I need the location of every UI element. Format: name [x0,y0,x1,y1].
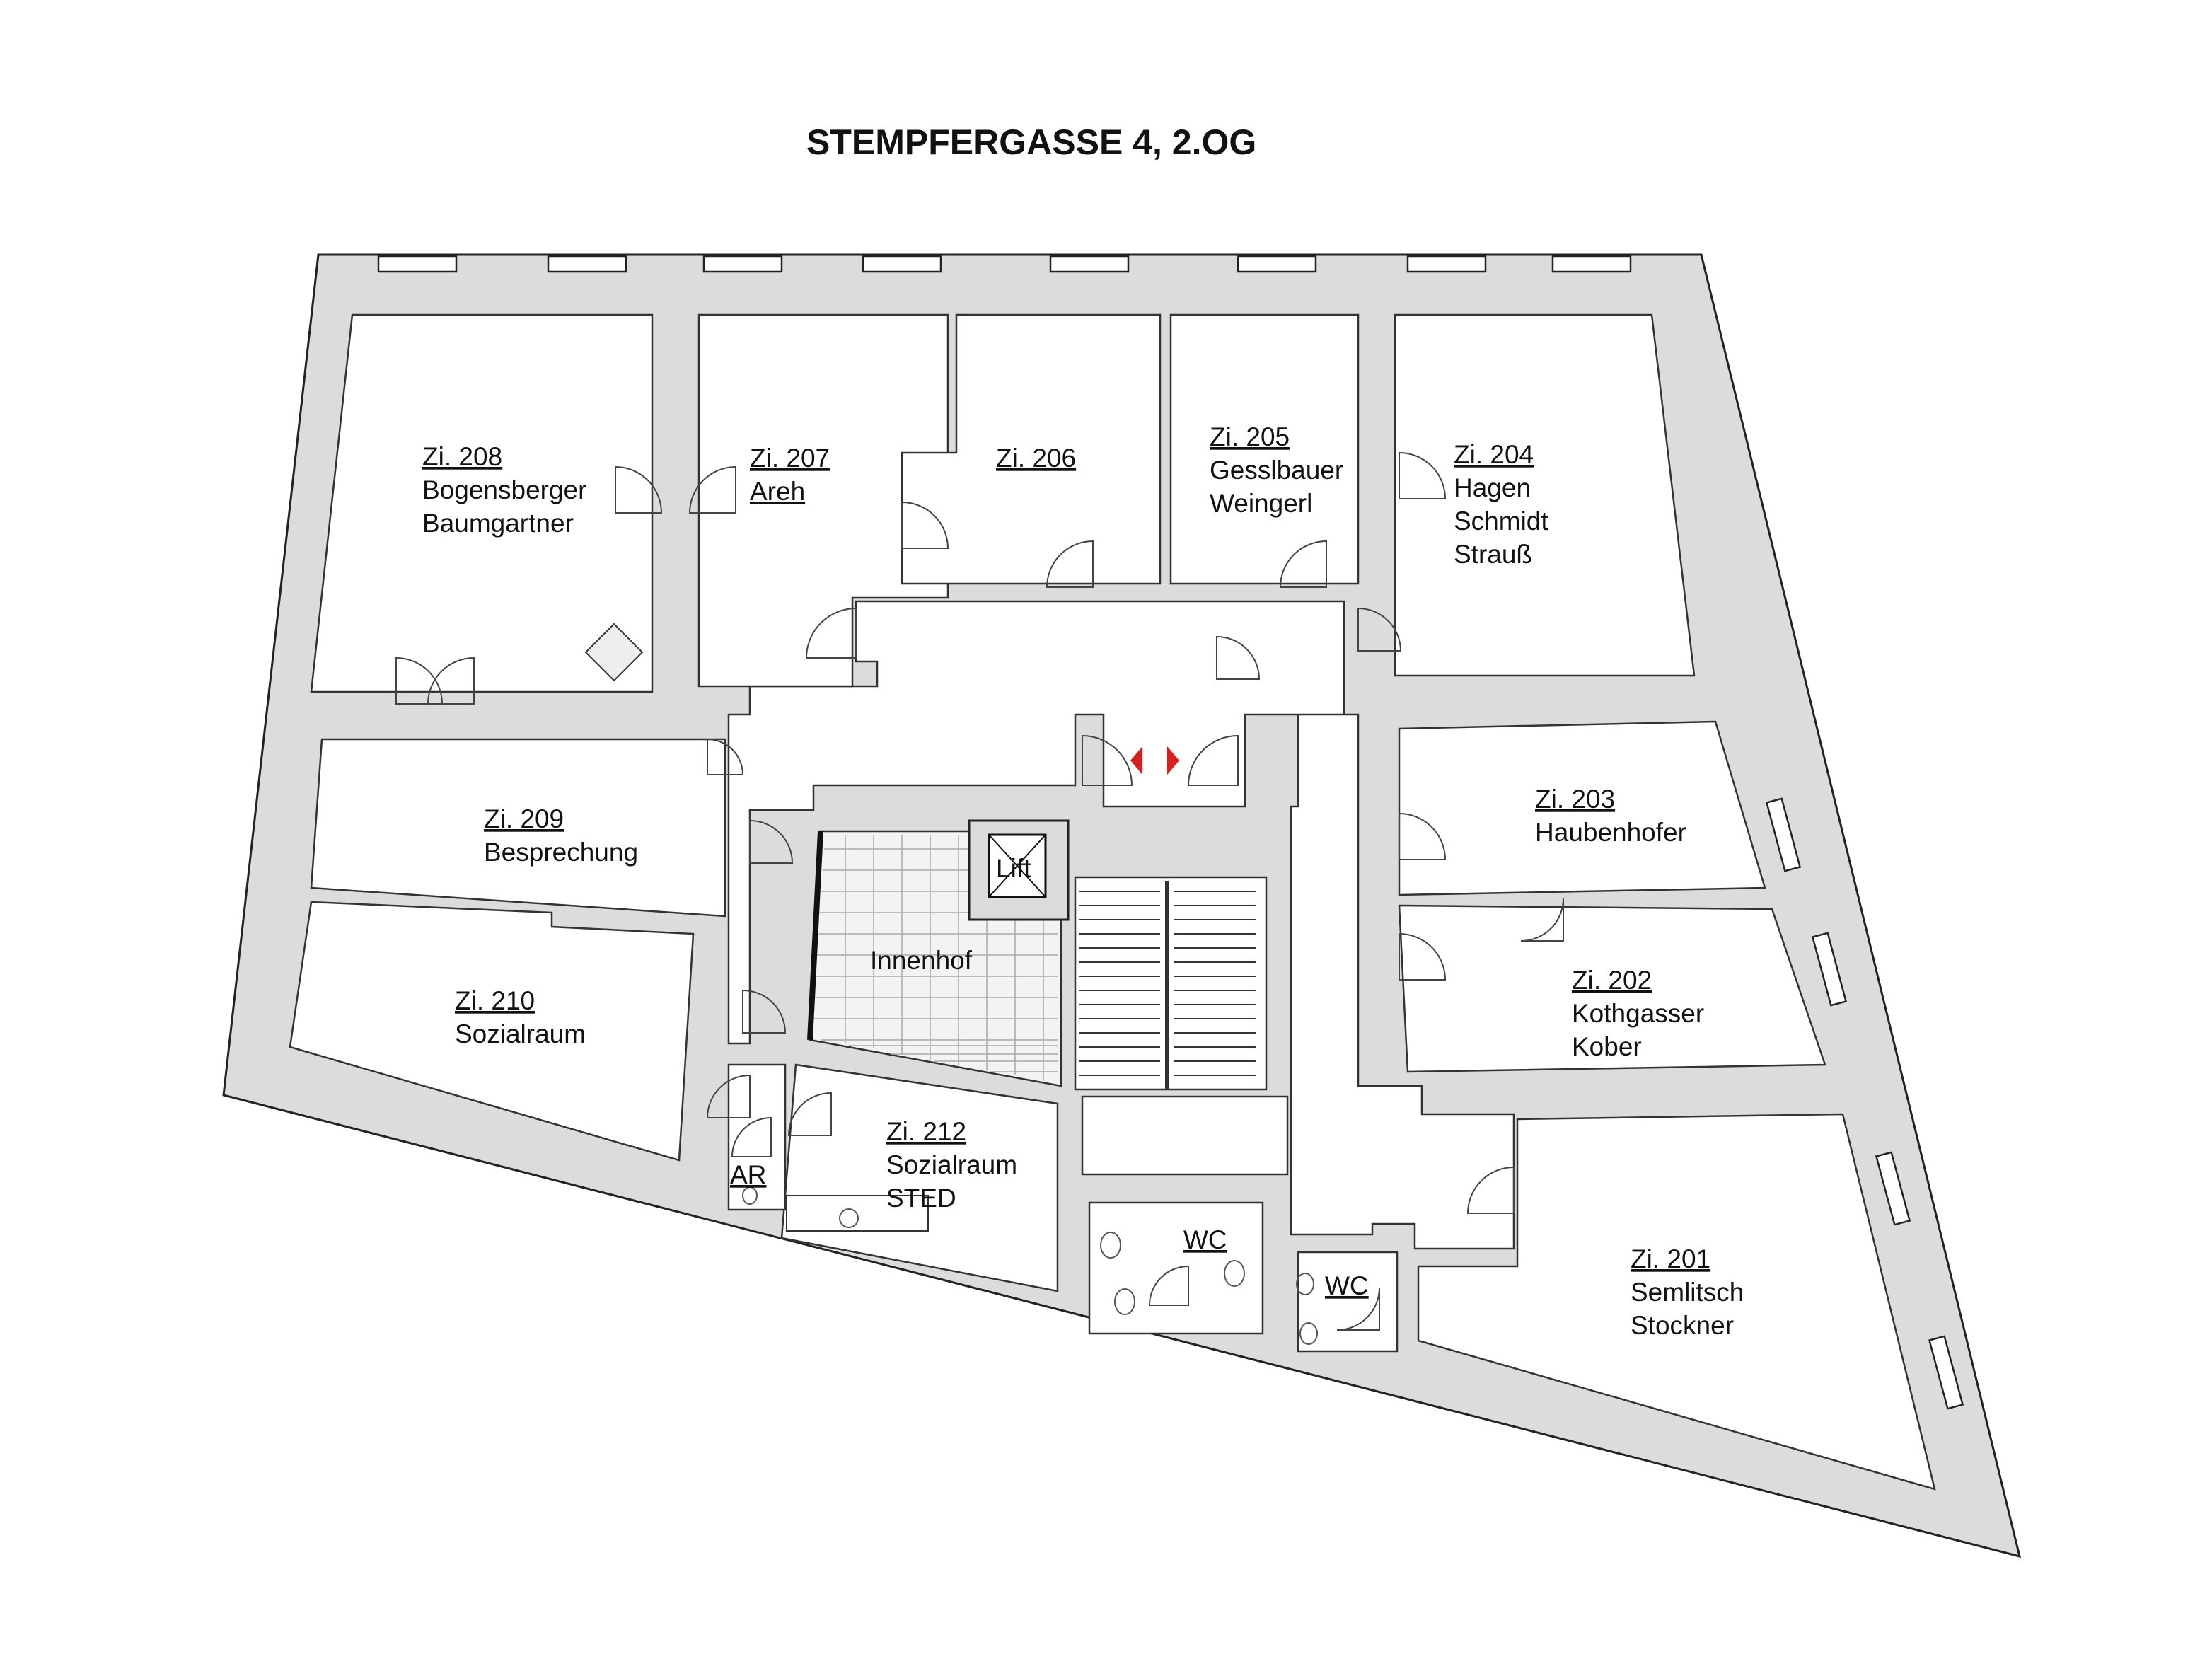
svg-text:Sozialraum: Sozialraum [455,1019,586,1048]
room-201-label: Zi. 201 Semlitsch Stockner [1631,1244,1744,1340]
stair-steps [1079,881,1256,1089]
svg-text:Zi. 207: Zi. 207 [750,444,830,473]
svg-text:Bogensberger: Bogensberger [422,475,586,504]
room-203-label: Zi. 203 Haubenhofer [1535,785,1686,847]
svg-text:Zi. 208: Zi. 208 [422,442,502,471]
svg-text:Schmidt: Schmidt [1454,507,1548,536]
svg-text:Areh: Areh [750,477,805,506]
svg-text:Kober: Kober [1572,1032,1642,1061]
courtyard-label: Innenhof [870,946,973,975]
hall-lower [1081,1095,1289,1176]
ar-label: AR [730,1160,766,1189]
room-204-area [1394,313,1696,677]
svg-text:Stockner: Stockner [1631,1311,1734,1340]
room-201-area [1417,1113,1936,1491]
room-208-label: Zi. 208 Bogensberger Baumgartner [422,442,586,538]
windows-top [377,255,1964,1410]
staircase [1074,876,1268,1091]
sink-icon [839,1208,859,1228]
courtyard-wall-left [807,831,823,1041]
svg-text:Zi. 201: Zi. 201 [1631,1244,1710,1273]
column-marker [584,623,644,682]
svg-text:Baumgartner: Baumgartner [422,509,574,538]
marker-left-icon [1130,746,1142,775]
courtyard-paving [813,835,1058,1081]
corridor [727,600,1515,1250]
svg-text:Zi. 212: Zi. 212 [886,1117,966,1146]
svg-text:Zi. 204: Zi. 204 [1454,440,1534,469]
svg-text:Kothgasser: Kothgasser [1572,999,1704,1028]
door-swings [395,451,1564,1331]
lift-cross [988,834,1046,898]
marker-right-icon [1167,746,1179,775]
svg-text:Zi. 209: Zi. 209 [484,804,564,833]
room-212-label: Zi. 212 Sozialraum STED [886,1117,1017,1213]
room-204-label: Zi. 204 Hagen Schmidt Strauß [1454,440,1548,569]
wc2-label: WC [1325,1271,1369,1300]
room-212-area [780,1063,1059,1292]
room-205-area [1169,313,1360,585]
kitchen-counter [786,1195,929,1232]
room-210-label: Zi. 210 Sozialraum [455,986,586,1048]
room-210-area [289,901,695,1162]
plan-title: STEMPFERGASSE 4, 2.OG [806,122,1256,162]
svg-text:Semlitsch: Semlitsch [1631,1278,1744,1307]
svg-text:STED: STED [886,1184,956,1213]
lift-label: Lift [996,854,1031,883]
room-202-label: Zi. 202 Kothgasser Kober [1572,966,1704,1061]
room-207-area [697,313,949,688]
room-208-area [310,313,654,693]
svg-text:Besprechung: Besprechung [484,838,638,867]
svg-text:Sozialraum: Sozialraum [886,1150,1017,1179]
room-209-label: Zi. 209 Besprechung [484,804,638,867]
svg-text:Zi. 205: Zi. 205 [1210,422,1290,451]
svg-text:Zi. 203: Zi. 203 [1535,785,1615,814]
svg-text:Weingerl: Weingerl [1210,489,1312,518]
svg-text:Hagen: Hagen [1454,473,1531,502]
svg-text:Zi. 206: Zi. 206 [996,444,1076,473]
svg-text:Haubenhofer: Haubenhofer [1535,818,1686,847]
room-209-area [310,738,726,918]
wc1-label: WC [1183,1225,1227,1254]
toilet-icons [742,1186,1318,1345]
room-206-area [901,313,1162,585]
room-202-area [1398,904,1826,1073]
room-206-label: Zi. 206 [996,444,1076,473]
room-207-label: Zi. 207 Areh [750,444,830,506]
wc2-area [1297,1251,1399,1353]
svg-text:Strauß: Strauß [1454,540,1532,569]
room-205-label: Zi. 205 Gesslbauer Weingerl [1210,422,1343,518]
svg-text:Gesslbauer: Gesslbauer [1210,456,1343,485]
svg-text:Zi. 202: Zi. 202 [1572,966,1652,995]
svg-text:Zi. 210: Zi. 210 [455,986,535,1015]
